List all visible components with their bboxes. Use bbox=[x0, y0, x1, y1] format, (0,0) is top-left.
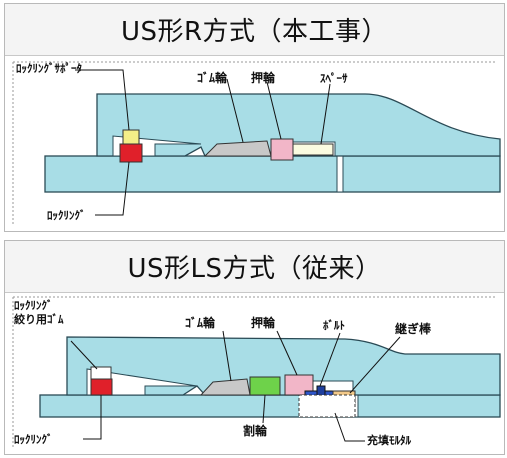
leader-line bbox=[334, 412, 365, 442]
split-ring bbox=[249, 376, 281, 396]
leader-line bbox=[75, 69, 130, 131]
socket-bell bbox=[66, 336, 501, 396]
label-tightening-rubber: 絞り用ｺﾞﾑ bbox=[14, 313, 64, 326]
label-locking-ring-supporter: ﾛｯｸﾘﾝｸﾞｻﾎﾟｰﾀ bbox=[16, 62, 82, 75]
leader-line bbox=[95, 161, 130, 216]
label-joint-rod: 継ぎ棒 bbox=[395, 322, 432, 336]
leader-line bbox=[222, 330, 232, 382]
leader-line bbox=[83, 395, 102, 440]
r-method-panel: US形R方式（本工事） ﾛｯｸﾘﾝｸﾞｻﾎﾟｰﾀ bbox=[4, 3, 505, 232]
label-split-ring: 割輪 bbox=[243, 424, 268, 438]
filler-mortar bbox=[298, 394, 356, 418]
label-filler-mortar: 充填ﾓﾙﾀﾙ bbox=[367, 434, 411, 447]
label-bolt: ﾎﾞﾙﾄ bbox=[323, 319, 345, 332]
ls-method-title: US形LS方式（従来） bbox=[5, 241, 504, 293]
socket-bell bbox=[96, 93, 501, 157]
ring-groove bbox=[86, 368, 198, 396]
label-spacer: ｽﾍﾟｰｻ bbox=[320, 72, 348, 85]
leader-line bbox=[262, 394, 266, 424]
leader-line bbox=[226, 78, 244, 143]
locking-ring bbox=[90, 378, 113, 396]
spigot-pipe bbox=[44, 155, 501, 193]
label-rubber-ring: ｺﾞﾑ輪 bbox=[197, 71, 228, 85]
label-push-ring: 押輪 bbox=[251, 316, 276, 330]
label-locking-ring: ﾛｯｸﾘﾝｸﾞ bbox=[14, 433, 53, 446]
leader-line bbox=[320, 83, 331, 145]
locking-ring-supporter bbox=[122, 129, 140, 145]
pipe-gap bbox=[336, 155, 344, 193]
r-method-joint-drawing bbox=[12, 61, 501, 226]
locking-ring bbox=[119, 143, 143, 163]
rubber-ring bbox=[203, 140, 272, 157]
label-rubber-ring: ｺﾞﾑ輪 bbox=[185, 316, 216, 330]
label-locking-ring-line1: ﾛｯｸﾘﾝｸﾞ bbox=[14, 299, 53, 312]
leader-line bbox=[266, 81, 282, 140]
leader-line bbox=[319, 332, 341, 387]
push-ring bbox=[270, 138, 294, 161]
leader-line bbox=[349, 336, 401, 394]
r-method-title: US形R方式（本工事） bbox=[5, 4, 504, 56]
spacer bbox=[292, 143, 334, 156]
tightening-rubber bbox=[90, 366, 112, 380]
leader-line bbox=[70, 340, 98, 370]
ls-method-panel: US形LS方式（従来） bbox=[4, 240, 505, 455]
label-push-ring: 押輪 bbox=[251, 71, 276, 85]
spigot-pipe bbox=[39, 394, 501, 418]
rubber-ring bbox=[199, 378, 251, 396]
label-locking-ring: ﾛｯｸﾘﾝｸﾞ bbox=[47, 209, 86, 222]
ls-method-joint-drawing bbox=[12, 296, 501, 449]
leader-line bbox=[276, 330, 298, 376]
